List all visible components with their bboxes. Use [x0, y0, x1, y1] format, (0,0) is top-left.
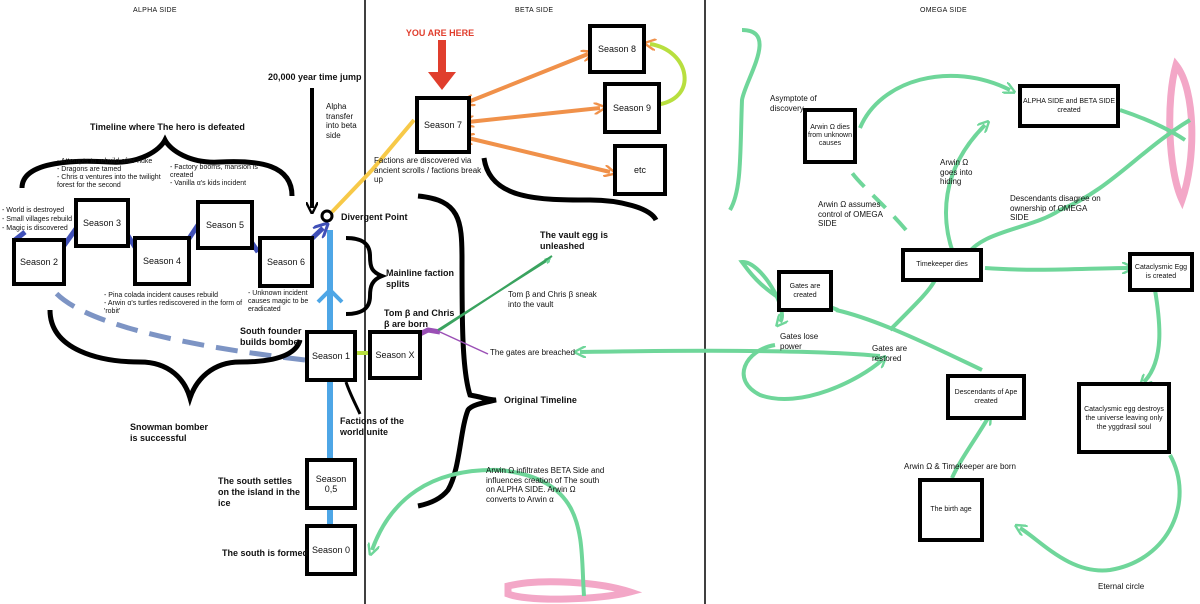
season-1-box: Season 1 — [305, 330, 357, 382]
mainline-label: Mainline faction splits — [386, 268, 455, 289]
snowman-label: Snowman bomber is successful — [130, 422, 209, 443]
season-0-5-box: Season 0,5 — [305, 458, 357, 510]
season-0-box: Season 0 — [305, 524, 357, 576]
season-3-box: Season 3 — [74, 198, 130, 248]
pink-blob-bottom — [504, 578, 643, 603]
south-formed-label: The south is formed — [222, 548, 309, 558]
season-4-box: Season 4 — [133, 236, 191, 286]
arwin-dies-box: Arwin Ω dies from unknown causes — [803, 108, 857, 164]
egg-destroys-box: Cataclysmic egg destroys the universe le… — [1077, 382, 1171, 454]
brace-mainline — [345, 236, 388, 316]
hero-defeated-label: Timeline where The hero is defeated — [90, 122, 245, 132]
arwin-infiltrates-label: Arwin Ω infiltrates BETA Side and influe… — [486, 466, 605, 504]
season9-to-season8 — [650, 44, 687, 107]
gates-breached-label: The gates are breached — [490, 348, 575, 357]
egg-created-box: Cataclysmic Egg is created — [1128, 252, 1194, 292]
tom-chris-born-label: Tom β and Chris β are born — [384, 308, 455, 329]
alpha-beta-created-box: ALPHA SIDE and BETA SIDE created — [1018, 84, 1120, 128]
season-9-box: Season 9 — [603, 82, 661, 134]
factions-unite-label: Factions of the world unite — [340, 416, 405, 437]
brace-hero-defeated — [19, 134, 295, 197]
descendants-ape-box: Descendants of Ape created — [946, 374, 1026, 420]
factions-discovered-label: Factions are discovered via ancient scro… — [374, 156, 482, 184]
you-are-here-label: YOU ARE HERE — [405, 28, 475, 38]
gates-created-box: Gates are created — [777, 270, 833, 312]
alpha-transfer-line — [330, 118, 416, 214]
descendants-disagree-label: Descendants disagree on ownership of OME… — [1010, 194, 1101, 222]
eternal-circle-label: Eternal circle — [1098, 582, 1145, 591]
factions-unite-line — [344, 381, 362, 415]
divergent-point-label: Divergent Point — [341, 212, 408, 222]
etc-box: etc — [613, 144, 667, 196]
brace-original-timeline — [417, 193, 497, 509]
timekeeper-dies-box: Timekeeper dies — [901, 248, 983, 282]
birth-age-box: The birth age — [918, 478, 984, 542]
pina-list: - Pina colada incident causes rebuild - … — [104, 292, 243, 315]
season-2-box: Season 2 — [12, 238, 66, 286]
season-6-box: Season 6 — [258, 236, 314, 288]
unknown-incident-label: - Unknown incident causes magic to be er… — [248, 290, 309, 313]
omega-green-paths — [372, 28, 1192, 597]
assumes-control-label: Arwin Ω assumes control of OMEGA SIDE — [818, 200, 883, 228]
brace-beta-seasons — [481, 157, 659, 222]
asymptote-label: Asymptote of discovery — [770, 94, 817, 113]
gates-restored-label: Gates are restored — [872, 344, 908, 363]
you-are-here-arrowhead — [428, 72, 456, 90]
vault-egg-arrow — [439, 255, 553, 331]
time-jump-label: 20,000 year time jump — [268, 72, 362, 82]
season-8-box: Season 8 — [588, 24, 646, 74]
world-destroyed-list: - World is destroyed - Small villages re… — [2, 207, 73, 232]
pink-blob-right — [1166, 57, 1196, 210]
original-timeline-label: Original Timeline — [504, 395, 577, 405]
south-founder-label: South founder builds bomber — [240, 326, 303, 347]
gates-lose-power-label: Gates lose power — [780, 332, 819, 351]
section-beta: BETA SIDE — [515, 7, 554, 14]
alpha-transfer-label: Alpha transfer into beta side — [326, 102, 357, 140]
vault-egg-label: The vault egg is unleashed — [540, 230, 609, 251]
divergent-point-marker — [320, 209, 334, 223]
arwin-timekeeper-born-label: Arwin Ω & Timekeeper are born — [904, 462, 1016, 471]
goes-hiding-label: Arwin Ω goes into hiding — [940, 158, 973, 186]
season-7-box: Season 7 — [415, 96, 471, 154]
sneak-vault-label: Tom β and Chris β sneak into the vault — [508, 290, 597, 309]
purple-to-breached — [439, 331, 489, 355]
season-5-box: Season 5 — [196, 200, 254, 250]
factory-list: - Factory booms, mansion is created - Va… — [170, 164, 258, 187]
dashed-return-path — [53, 290, 306, 363]
season-x-box: Season X — [368, 330, 422, 380]
season7-branches — [468, 54, 610, 172]
main-timeline-chevron — [316, 287, 344, 304]
south-settles-label: The south settles on the island in the i… — [218, 476, 301, 508]
rebuild-list: - Attempts to rebuild after nuke - Drago… — [57, 158, 161, 189]
section-omega: OMEGA SIDE — [920, 7, 967, 14]
brace-snowman — [47, 309, 303, 407]
section-alpha: ALPHA SIDE — [133, 7, 177, 14]
